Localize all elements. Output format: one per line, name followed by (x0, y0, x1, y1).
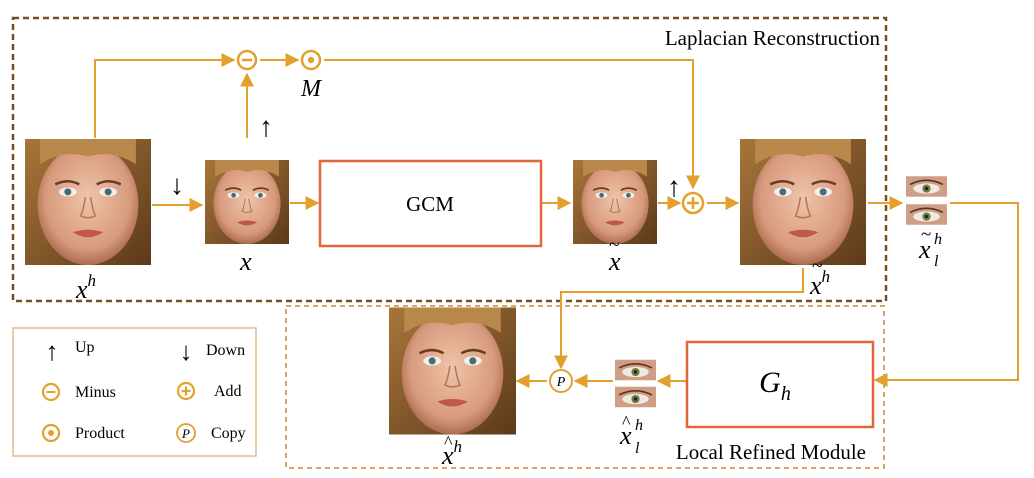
legend-label-minus: Minus (75, 384, 116, 401)
svg-text:^: ^ (444, 432, 453, 452)
product-icon (41, 423, 61, 443)
legend-label-up: Up (75, 339, 95, 356)
arrow-product-to-add (324, 59, 700, 190)
svg-text:P: P (181, 426, 190, 441)
label-xh: xh (75, 271, 96, 304)
arrow-patches-to-gh (873, 202, 1019, 387)
gcm-block (318, 159, 543, 248)
mask-label: M (300, 76, 323, 102)
svg-text:h: h (635, 417, 643, 434)
minus-operator (236, 49, 258, 71)
svg-text:h: h (934, 231, 942, 248)
legend-label-product: Product (75, 425, 125, 442)
copy-operator: P (549, 369, 573, 393)
legend: ↑ Up ↓ Down Minus Add (12, 327, 257, 457)
legend-item-down: ↓ Down (180, 337, 246, 366)
svg-text:~: ~ (921, 224, 931, 245)
legend-item-copy: P Copy (176, 423, 246, 443)
svg-text:xh: xh (441, 437, 462, 470)
add-icon (176, 381, 196, 401)
legend-item-add: Add (176, 381, 242, 401)
gcm-label: GCM (406, 192, 454, 216)
svg-text:l: l (934, 253, 939, 270)
eye-patch-xhat-l-bottom (615, 386, 656, 408)
eye-patch-xtilde-l-top (906, 175, 947, 198)
face-image-xh (25, 138, 151, 266)
svg-text:x: x (608, 247, 621, 276)
flow-arrows (94, 53, 1019, 388)
svg-text:P: P (556, 375, 566, 390)
legend-label-add: Add (214, 383, 242, 400)
down-arrow-icon: ↓ (180, 337, 193, 366)
gh-label: Gh (759, 366, 791, 405)
up-arrow-icon: ↑ (667, 172, 681, 203)
svg-text:x: x (918, 235, 931, 264)
copy-icon: P (176, 423, 196, 443)
svg-text:x: x (619, 421, 632, 450)
face-image-x (204, 160, 290, 244)
arrow-xh-to-minus (94, 53, 236, 138)
label-xhat-h: ^ xh (441, 432, 462, 470)
laplacian-reconstruction-title: Laplacian Reconstruction (665, 26, 881, 50)
legend-item-product: Product (41, 423, 125, 443)
svg-text:l: l (635, 440, 640, 457)
face-image-xtilde (572, 160, 658, 244)
legend-item-minus: Minus (41, 382, 116, 402)
local-refined-module-region (285, 305, 885, 469)
up-arrow-icon: ↑ (259, 112, 273, 143)
legend-label-copy: Copy (211, 425, 246, 442)
eye-patch-xhat-l-top (615, 359, 656, 381)
svg-text:~: ~ (609, 234, 620, 256)
legend-item-up: ↑ Up (46, 337, 95, 366)
legend-label-down: Down (206, 342, 245, 359)
eye-patch-xtilde-l-bottom (906, 203, 947, 226)
down-arrow-icon: ↓ (170, 170, 184, 201)
label-x: x (239, 247, 252, 276)
laplacian-reconstruction-region (11, 16, 888, 303)
face-image-xtilde-h (740, 138, 866, 266)
label-xtilde-h: ~ xh (809, 255, 830, 300)
arrow-xtilde-h-down-to-copy (554, 268, 804, 370)
label-xtilde: ~ x (608, 234, 621, 276)
svg-text:xh: xh (809, 267, 830, 300)
add-operator (681, 191, 705, 215)
svg-text:~: ~ (812, 255, 823, 277)
svg-text:^: ^ (622, 412, 631, 432)
minus-icon (41, 382, 61, 402)
local-refined-module-title: Local Refined Module (676, 440, 866, 464)
face-image-xhat-h (389, 307, 516, 435)
label-xhat-l-h: ^ x h l (619, 412, 643, 457)
label-xtilde-l-h: ~ x h l (918, 224, 942, 270)
gh-block (685, 340, 875, 429)
product-operator (300, 49, 322, 71)
up-arrow-icon: ↑ (46, 337, 59, 366)
